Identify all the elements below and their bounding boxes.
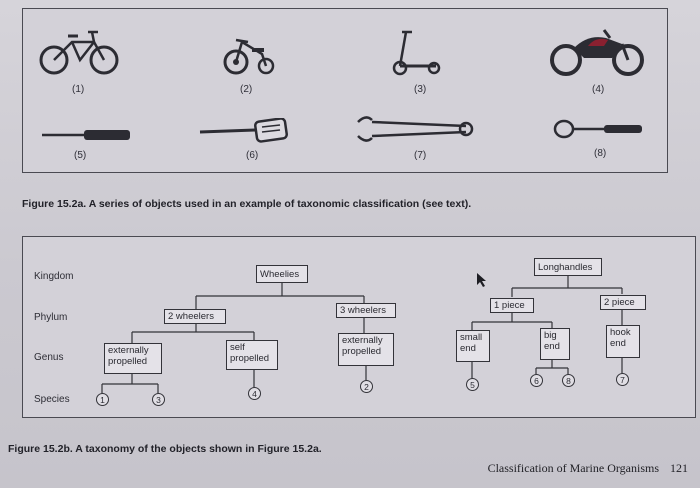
figure-b-caption: Figure 15.2b. A taxonomy of the objects … <box>8 443 322 455</box>
rank-kingdom: Kingdom <box>34 271 74 282</box>
spatula-icon <box>199 118 288 143</box>
genus-line-1: hook <box>610 327 631 338</box>
object-label-3: (3) <box>414 84 427 95</box>
object-label-5: (5) <box>74 150 87 161</box>
rank-genus: Genus <box>34 352 64 363</box>
cursor-arrow-icon <box>477 273 486 287</box>
genus-hook-end-box: hook end <box>606 325 640 358</box>
species-circle: 5 <box>466 378 479 391</box>
phylum-3-wheelers-box: 3 wheelers <box>336 303 396 318</box>
species-circle: 8 <box>562 374 575 387</box>
genus-line-2: propelled <box>230 353 270 364</box>
genus-self-propelled-box: self propelled <box>226 340 278 370</box>
species-circle: 4 <box>248 387 261 400</box>
species-circle: 2 <box>360 380 373 393</box>
spoon-icon <box>553 119 642 139</box>
kingdom-wheelies-box: Wheelies <box>256 265 308 283</box>
genus-small-end-box: small end <box>456 330 490 362</box>
species-circle: 3 <box>152 393 165 406</box>
species-circle: 6 <box>530 374 543 387</box>
object-label-8: (8) <box>594 148 607 159</box>
genus-line-1: externally <box>342 335 383 346</box>
motorcycle-icon <box>550 29 644 76</box>
bicycle-icon <box>39 30 119 75</box>
running-footer-title: Classification of Marine Organisms <box>487 461 659 475</box>
object-label-2: (2) <box>240 84 253 95</box>
genus-externally-propelled-box-a: externally propelled <box>104 343 162 374</box>
page-number: 121 <box>670 461 688 475</box>
tongs-icon <box>357 116 474 142</box>
genus-line-1: self <box>230 342 245 353</box>
figure-a-caption: Figure 15.2a. A series of objects used i… <box>22 198 472 210</box>
genus-line-1: small <box>460 332 483 343</box>
screwdriver-icon <box>42 130 130 140</box>
genus-line-2: propelled <box>108 356 148 367</box>
object-label-4: (4) <box>592 84 605 95</box>
rank-species: Species <box>34 394 70 405</box>
genus-line-1: big <box>544 330 557 341</box>
genus-big-end-box: big end <box>540 328 570 360</box>
tricycle-icon <box>223 38 275 75</box>
figure-a-panel <box>22 8 668 173</box>
genus-line-1: externally <box>108 345 149 356</box>
genus-line-2: end <box>544 341 560 352</box>
object-label-1: (1) <box>72 84 85 95</box>
kingdom-longhandles-box: Longhandles <box>534 258 602 276</box>
species-circle: 1 <box>96 393 109 406</box>
page-footer: Classification of Marine Organisms 121 <box>488 461 688 476</box>
object-label-6: (6) <box>246 150 259 161</box>
object-label-7: (7) <box>414 150 427 161</box>
genus-line-2: end <box>460 343 476 354</box>
species-circle: 7 <box>616 373 629 386</box>
genus-line-2: end <box>610 338 626 349</box>
scooter-icon <box>392 30 441 76</box>
rank-phylum: Phylum <box>34 312 68 323</box>
phylum-2-piece-box: 2 piece <box>600 295 646 310</box>
phylum-1-piece-box: 1 piece <box>490 298 534 313</box>
genus-line-2: propelled <box>342 346 382 357</box>
phylum-2-wheelers-box: 2 wheelers <box>164 309 226 324</box>
genus-externally-propelled-box-b: externally propelled <box>338 333 394 366</box>
